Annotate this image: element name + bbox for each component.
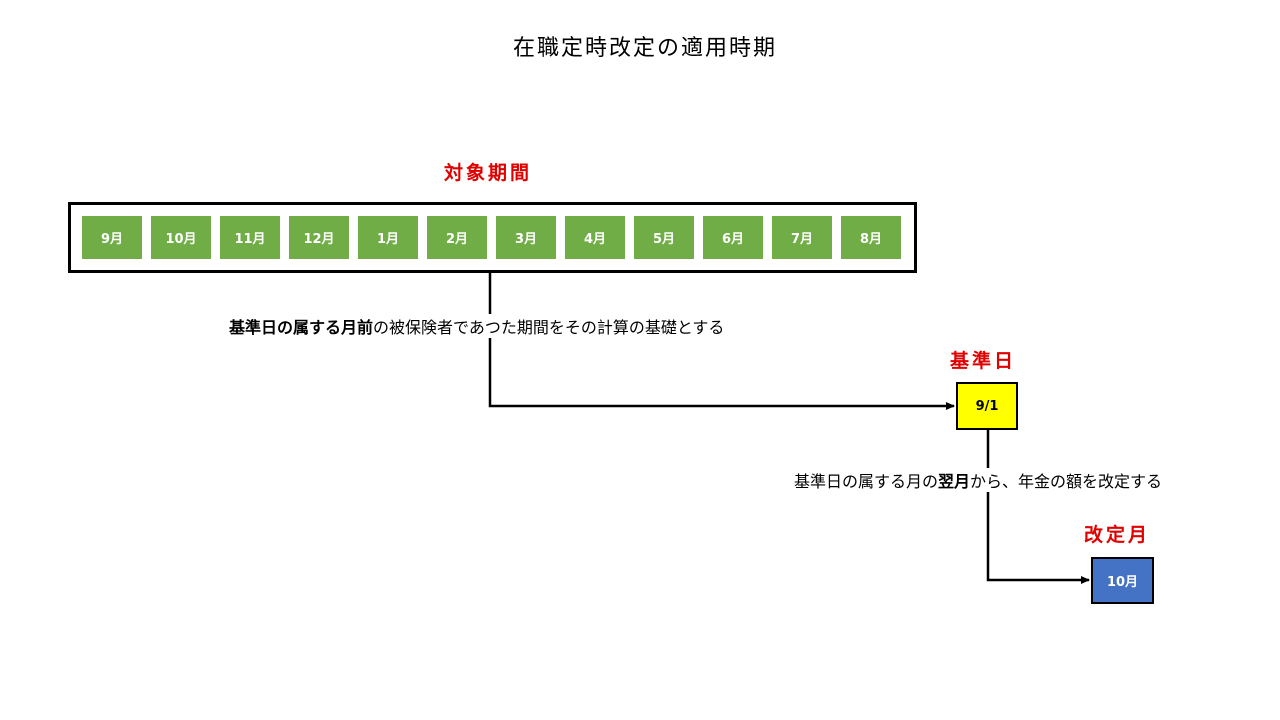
note-period-basis-rest: の被保険者であつた期間をその計算の基礎とする <box>373 318 725 337</box>
note-period-basis-bold: 基準日の属する月前 <box>229 318 374 337</box>
note-period-basis: 基準日の属する月前の被保険者であつた期間をその計算の基礎とする <box>227 314 727 338</box>
month-cell: 3月 <box>496 216 556 259</box>
arrow-period-to-kijun <box>488 270 955 410</box>
month-row: 9月 10月 11月 12月 1月 2月 3月 4月 5月 6月 7月 8月 <box>82 216 901 259</box>
month-cell: 7月 <box>772 216 832 259</box>
month-cell: 8月 <box>841 216 901 259</box>
month-cell: 5月 <box>634 216 694 259</box>
note-revision-timing: 基準日の属する月の翌月から、年金の額を改定する <box>792 468 1165 492</box>
period-frame: 9月 10月 11月 12月 1月 2月 3月 4月 5月 6月 7月 8月 <box>68 202 917 273</box>
kaitei-box: 10月 <box>1091 557 1154 604</box>
month-cell: 2月 <box>427 216 487 259</box>
note-revision-pre: 基準日の属する月の <box>794 472 939 491</box>
month-cell: 6月 <box>703 216 763 259</box>
month-cell: 11月 <box>220 216 280 259</box>
month-cell: 4月 <box>565 216 625 259</box>
month-cell: 12月 <box>289 216 349 259</box>
month-cell: 10月 <box>151 216 211 259</box>
diagram-title: 在職定時改定の適用時期 <box>512 36 777 61</box>
kijun-label: 基準日 <box>950 350 1017 372</box>
kijun-box: 9/1 <box>956 382 1018 430</box>
period-label: 対象期間 <box>444 162 533 184</box>
kaitei-label: 改定月 <box>1084 524 1151 546</box>
arrow-kijun-to-kaitei <box>986 428 1090 584</box>
note-revision-bold: 翌月 <box>938 472 971 491</box>
month-cell: 9月 <box>82 216 142 259</box>
month-cell: 1月 <box>358 216 418 259</box>
note-revision-post: から、年金の額を改定する <box>970 472 1163 491</box>
